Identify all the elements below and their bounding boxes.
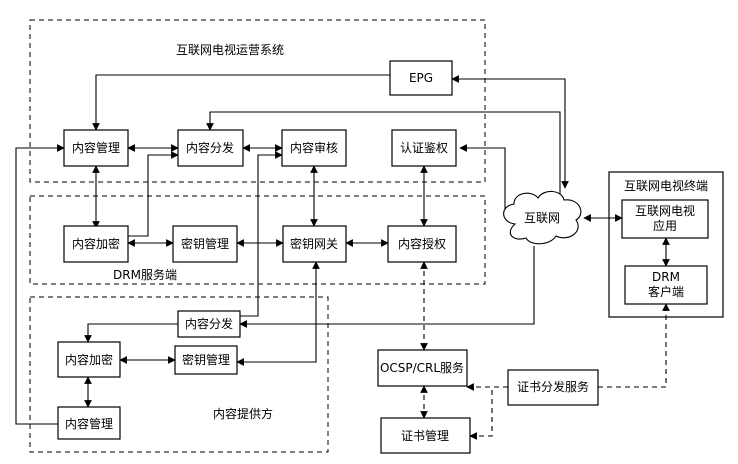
op-auth-label: 认证鉴权 [400, 141, 448, 155]
pv-content-dist-box [177, 310, 241, 338]
pv-content-mgmt-box [57, 406, 121, 440]
drm-server-title: DRM服务端 [113, 267, 177, 282]
internet-cloud: 互联网 [503, 190, 582, 245]
cert-dist-label: 证书分发服务 [517, 379, 589, 394]
cloud-icon [503, 190, 582, 245]
cert-mgmt-box [380, 417, 471, 454]
drm-encrypt-label: 内容加密 [72, 236, 120, 251]
op-content-mgmt-box [63, 129, 129, 167]
drm-client-label-line2: 客户端 [648, 284, 684, 299]
op-content-dist-box [177, 129, 244, 167]
pv-encrypt-box [57, 341, 121, 378]
drm-key-mgmt-label: 密钥管理 [181, 236, 229, 251]
ocsp-label: OCSP/CRL服务 [380, 360, 464, 375]
internet-label: 互联网 [524, 211, 560, 225]
cert-dist-box [507, 369, 599, 406]
drm-license-label: 内容授权 [398, 236, 446, 251]
operation-system-title: 互联网电视运营系统 [176, 42, 284, 57]
pv-content-mgmt-label: 内容管理 [65, 416, 113, 431]
content-provider-title: 内容提供方 [213, 406, 273, 421]
op-content-mgmt-label: 内容管理 [72, 140, 120, 155]
pv-key-mgmt-label: 密钥管理 [182, 352, 230, 367]
connectors [15, 74, 670, 440]
pv-encrypt-label: 内容加密 [65, 352, 113, 367]
tv-app-box [621, 199, 709, 239]
content-provider-region [29, 296, 329, 453]
pv-content-dist-label: 内容分发 [185, 316, 233, 331]
pv-key-mgmt-box [174, 345, 238, 375]
drm-key-gateway-box [282, 225, 347, 263]
cert-mgmt-label: 证书管理 [401, 428, 449, 443]
tv-terminal-title: 互联网电视终端 [624, 178, 708, 193]
tv-app-label-line1: 互联网电视 [635, 203, 695, 218]
drm-key-mgmt-box [172, 225, 238, 263]
epg-box [389, 60, 453, 96]
op-content-review-box [281, 129, 347, 167]
op-content-dist-label: 内容分发 [186, 140, 234, 155]
drm-key-gateway-label: 密钥网关 [290, 236, 338, 251]
drm-license-box [387, 225, 457, 263]
op-content-review-label: 内容审核 [290, 140, 338, 155]
op-auth-box [391, 129, 457, 167]
drm-encrypt-box [63, 225, 129, 263]
epg-label: EPG [409, 71, 433, 85]
drm-client-label-line1: DRM [652, 270, 680, 284]
drm-client-box [624, 265, 708, 305]
ocsp-box [377, 349, 468, 387]
tv-app-label-line2: 应用 [653, 218, 677, 233]
